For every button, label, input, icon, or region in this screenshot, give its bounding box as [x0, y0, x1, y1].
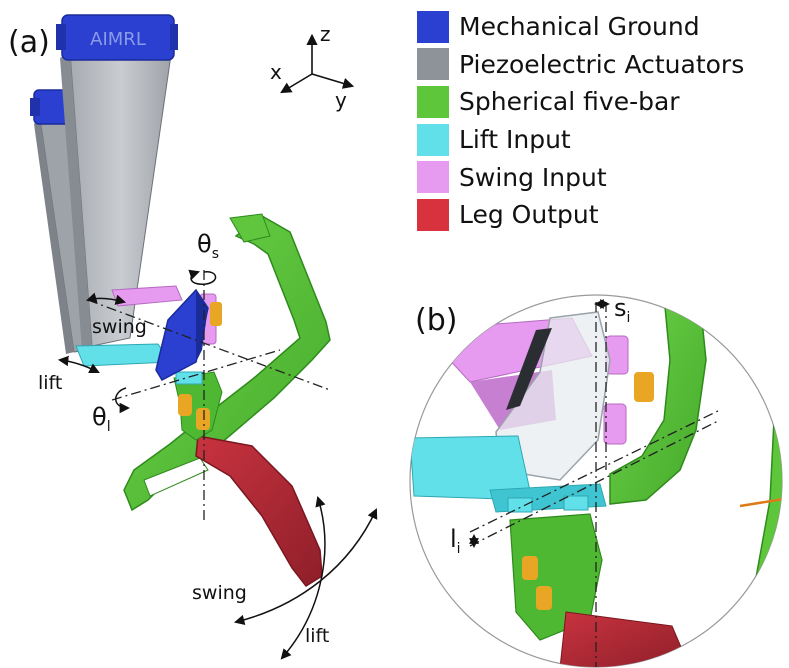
- five-bar-inner-a: [173, 371, 223, 441]
- legend-label: Mechanical Ground: [459, 12, 700, 42]
- leg-swing-label: swing: [192, 582, 247, 604]
- legend-swatch: [417, 85, 449, 118]
- x-axis-label: x: [270, 60, 282, 84]
- s-subscript: i: [626, 309, 631, 326]
- lift-actuator-label: lift: [38, 372, 63, 394]
- s-i-label: si: [614, 296, 630, 325]
- theta-s-rotation-arrow: [188, 269, 217, 285]
- magnified-view: [410, 295, 782, 667]
- five-bar-link-a: [123, 213, 331, 512]
- logo-text: AIMRL: [90, 29, 146, 50]
- legend-label: Piezoelectric Actuators: [459, 49, 745, 79]
- legend-label: Leg Output: [459, 200, 599, 230]
- theta-s-label: θs: [197, 232, 219, 261]
- pivot-axes-a: [87, 270, 331, 520]
- leg-lift-arc: [280, 495, 326, 660]
- legend-item-swing-input: Swing Input: [417, 158, 744, 196]
- theta-symbol: θ: [197, 230, 212, 258]
- legend-swatch: [417, 161, 449, 194]
- legend-swatch: [417, 198, 449, 231]
- leg-lift-label: lift: [305, 625, 330, 647]
- legend: Mechanical Ground Piezoelectric Actuator…: [417, 8, 744, 234]
- lift-arrow-a: [57, 355, 100, 373]
- theta-symbol: θ: [92, 403, 107, 431]
- swing-arrow-a: [85, 292, 127, 305]
- z-axis-label: z: [320, 22, 331, 46]
- piezo-actuator-front: [60, 47, 173, 350]
- legend-item-leg-output: Leg Output: [417, 196, 744, 234]
- legend-item-spherical-five-bar: Spherical five-bar: [417, 83, 744, 121]
- panel-b-label: (b): [415, 303, 458, 338]
- legend-item-lift-input: Lift Input: [417, 121, 744, 159]
- legend-label: Lift Input: [459, 125, 571, 155]
- coordinate-triad: [280, 33, 355, 94]
- legend-item-mechanical-ground: Mechanical Ground: [417, 8, 744, 46]
- ground-clamp-front: AIMRL: [56, 14, 178, 61]
- l-i-label: li: [450, 527, 461, 556]
- legend-label: Swing Input: [459, 162, 607, 192]
- legend-item-piezoelectric-actuators: Piezoelectric Actuators: [417, 46, 744, 84]
- l-symbol: l: [450, 525, 457, 553]
- legend-swatch: [417, 123, 449, 156]
- legend-swatch: [417, 10, 449, 43]
- legend-swatch: [417, 48, 449, 81]
- theta-l-label: θl: [92, 405, 111, 434]
- leg-output-a: [195, 435, 323, 587]
- s-symbol: s: [614, 294, 627, 322]
- legend-label: Spherical five-bar: [459, 87, 680, 117]
- theta-l-rotation-arrow: [115, 387, 131, 414]
- panel-a-label: (a): [8, 25, 50, 60]
- theta-s-subscript: s: [211, 245, 219, 262]
- l-subscript: i: [456, 540, 461, 557]
- theta-l-subscript: l: [106, 418, 111, 435]
- swing-actuator-label: swing: [92, 316, 147, 338]
- y-axis-label: y: [335, 88, 347, 112]
